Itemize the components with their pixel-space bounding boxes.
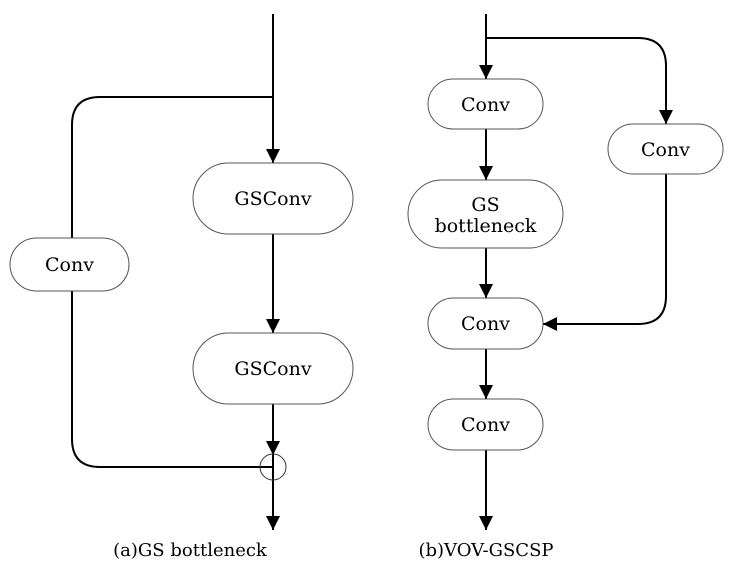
node-shortcut-conv-label: Conv: [45, 254, 94, 276]
node-conv-out-label: Conv: [461, 414, 510, 436]
node-shortcut-conv: Conv: [9, 237, 130, 292]
node-conv-branch: Conv: [607, 123, 724, 175]
node-gsconv-2: GSConv: [192, 332, 354, 405]
node-gs-bottleneck: GS bottleneck: [407, 179, 564, 249]
edge-branch-to-shortcut-conv: [71, 96, 273, 238]
edge-conv-branch-to-conv-merge: [543, 174, 667, 331]
gs-bottleneck-diagram: Conv GSConv GSConv (a)GS bottleneck: [9, 14, 354, 561]
node-gsconv-1-label: GSConv: [234, 188, 311, 210]
node-gs-bottleneck-label-line2: bottleneck: [435, 215, 537, 237]
node-gsconv-1: GSConv: [192, 162, 354, 235]
caption-a: (a)GS bottleneck: [113, 540, 268, 561]
node-conv-1-label: Conv: [461, 94, 510, 116]
node-conv-merge-label: Conv: [461, 313, 510, 335]
node-gsconv-2-label: GSConv: [234, 358, 311, 380]
edge-shortcut-conv-to-merge: [71, 291, 273, 468]
node-conv-out: Conv: [427, 398, 544, 451]
vov-gscsp-diagram: Conv GS bottleneck Conv Conv Conv (b)VOV…: [407, 14, 724, 561]
add-merge-icon: [259, 453, 287, 481]
node-conv-1: Conv: [427, 78, 544, 130]
caption-b: (b)VOV-GSCSP: [418, 540, 553, 561]
node-conv-merge: Conv: [427, 297, 544, 350]
node-conv-branch-label: Conv: [641, 139, 690, 161]
node-gs-bottleneck-label-line1: GS: [471, 194, 499, 216]
edge-branch-to-conv-branch: [486, 37, 673, 124]
